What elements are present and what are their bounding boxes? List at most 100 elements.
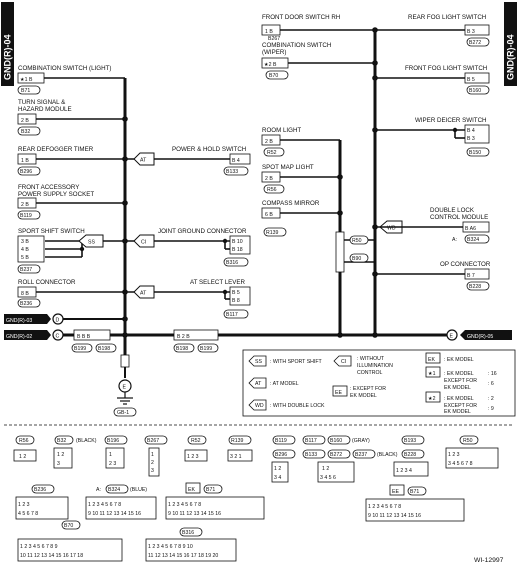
svg-text:: 16: : 16 <box>488 371 497 377</box>
turn-signal-hazard-module: TURN SIGNAL & HAZARD MODULE 2 B B32 <box>17 99 72 136</box>
svg-text:COMBINATION SWITCH: COMBINATION SWITCH <box>262 42 331 49</box>
svg-text:R56: R56 <box>267 187 277 193</box>
at-marker-1-label: AT <box>140 158 147 164</box>
svg-text:B198: B198 <box>98 346 110 352</box>
svg-text:: WITH SPORT SHIFT: : WITH SPORT SHIFT <box>270 359 323 365</box>
svg-text:B196: B196 <box>107 438 119 444</box>
svg-text:ILLUMINATION: ILLUMINATION <box>357 363 393 369</box>
svg-text:COMBINATION SWITCH (LIGHT): COMBINATION SWITCH (LIGHT) <box>18 65 111 72</box>
svg-text:B 10: B 10 <box>232 239 243 245</box>
svg-text:B236: B236 <box>34 487 46 493</box>
svg-text:★1: ★1 <box>428 371 436 377</box>
svg-text:B237: B237 <box>20 267 32 273</box>
svg-text:B193: B193 <box>404 438 416 444</box>
svg-text:B198: B198 <box>176 346 188 352</box>
double-lock-control-module: DOUBLE LOCK CONTROL MODULE B A6 A: B324 <box>430 207 490 244</box>
bus-wires <box>60 30 455 378</box>
svg-text:1 2: 1 2 <box>322 466 329 472</box>
svg-text:3 B: 3 B <box>21 239 29 245</box>
svg-text:B236: B236 <box>20 301 32 307</box>
front-accessory-power-socket: FRONT ACCESSORY POWER SUPPLY SOCKET 2 B … <box>17 184 94 220</box>
svg-text:CONTROL MODULE: CONTROL MODULE <box>430 214 488 221</box>
svg-text:GND(R)-03: GND(R)-03 <box>6 318 32 324</box>
connector-face-list: R56 B32 (BLACK) B196 B267 R52 R139 B119 … <box>13 435 499 562</box>
svg-text:3 4 5 6: 3 4 5 6 <box>320 475 336 481</box>
svg-text:EK MODEL: EK MODEL <box>350 393 377 399</box>
svg-text:B228: B228 <box>469 284 481 290</box>
svg-text:1 2 3: 1 2 3 <box>18 502 30 508</box>
svg-text:1 2 3 4 5 6 7 8: 1 2 3 4 5 6 7 8 <box>368 504 401 510</box>
svg-text:1 2 3 4: 1 2 3 4 <box>396 468 412 474</box>
svg-text:3 4: 3 4 <box>274 475 281 481</box>
svg-text:REAR DEFOGGER TIMER: REAR DEFOGGER TIMER <box>18 146 94 153</box>
svg-text:WIPER DEICER SWITCH: WIPER DEICER SWITCH <box>415 117 487 124</box>
svg-text:B 3: B 3 <box>467 29 475 35</box>
svg-text:B119: B119 <box>20 213 32 219</box>
svg-text:6 B: 6 B <box>265 212 273 218</box>
svg-text:B316: B316 <box>226 260 238 266</box>
svg-text:(BLUE): (BLUE) <box>130 487 147 493</box>
svg-text:REAR FOG LIGHT SWITCH: REAR FOG LIGHT SWITCH <box>408 14 486 21</box>
svg-text:: AT MODEL: : AT MODEL <box>270 381 299 387</box>
svg-text:: 9: : 9 <box>488 406 494 412</box>
front-fog-light-switch: FRONT FOG LIGHT SWITCH B 5 B160 <box>405 65 490 95</box>
svg-text:R139: R139 <box>231 438 244 444</box>
svg-text:★2 B: ★2 B <box>264 62 277 68</box>
svg-text:E: E <box>450 334 454 340</box>
svg-text:2 B: 2 B <box>21 202 29 208</box>
wiper-deicer-switch: WIPER DEICER SWITCH B 4 B 3 B150 <box>415 117 490 157</box>
at-select-lever: AT SELECT LEVER B 5 B 8 B117 <box>190 279 251 319</box>
svg-text:FRONT DOOR SWITCH RH: FRONT DOOR SWITCH RH <box>262 14 340 21</box>
svg-text:: WITH DOUBLE LOCK: : WITH DOUBLE LOCK <box>270 403 325 409</box>
svg-text:B 7: B 7 <box>467 273 475 279</box>
svg-text:B272: B272 <box>330 452 342 458</box>
bus-connector-b198-b199-right: B 2 B B198 B199 <box>173 329 219 353</box>
wd-marker-label: WD <box>387 226 396 232</box>
svg-text:R56: R56 <box>19 438 29 444</box>
svg-text:WD: WD <box>255 403 264 409</box>
svg-text:4 B: 4 B <box>21 247 29 253</box>
svg-text:B70: B70 <box>64 523 73 529</box>
svg-text:B133: B133 <box>226 169 238 175</box>
combination-switch-light: COMBINATION SWITCH (LIGHT) ★1 B B71 <box>17 65 111 95</box>
svg-text:B267: B267 <box>147 438 159 444</box>
svg-text:3 2 1: 3 2 1 <box>230 454 242 460</box>
svg-text:B117: B117 <box>305 438 317 444</box>
svg-text:EE: EE <box>392 489 399 495</box>
joint-connector-b50-b90: R50 B90 <box>335 231 369 273</box>
svg-text:1 2: 1 2 <box>19 454 26 460</box>
svg-text:B B B: B B B <box>77 334 91 340</box>
svg-text:★2: ★2 <box>428 396 436 402</box>
svg-text:B228: B228 <box>404 452 416 458</box>
svg-text:B32: B32 <box>57 438 66 444</box>
svg-text:GND(R)-05: GND(R)-05 <box>467 334 493 340</box>
side-tab-right: GND(R)-04 <box>504 2 517 86</box>
svg-text:B316: B316 <box>182 530 194 536</box>
svg-text:R139: R139 <box>266 230 279 236</box>
svg-text:EXCEPT FOR: EXCEPT FOR <box>444 403 477 409</box>
svg-text:B324: B324 <box>108 487 120 493</box>
svg-text:B272: B272 <box>469 40 481 46</box>
svg-text:: 6: : 6 <box>488 381 494 387</box>
svg-text:HAZARD MODULE: HAZARD MODULE <box>18 106 72 113</box>
svg-text:1 2 3: 1 2 3 <box>187 454 199 460</box>
power-hold-switch: POWER & HOLD SWITCH B 4 B133 <box>172 146 251 176</box>
svg-text:: EK MODEL: : EK MODEL <box>444 396 474 402</box>
roll-connector: ROLL CONNECTOR 8 B B236 <box>17 279 76 308</box>
ci-marker <box>133 234 155 248</box>
svg-text:1: 1 <box>109 452 112 458</box>
svg-text:B119: B119 <box>275 438 287 444</box>
svg-text:EE: EE <box>335 390 342 396</box>
svg-text:A:: A: <box>96 487 101 493</box>
svg-text:5 B: 5 B <box>21 255 29 261</box>
svg-text:9 10 11 12 13 14 15 16: 9 10 11 12 13 14 15 16 <box>88 511 141 517</box>
svg-text:(BLACK): (BLACK) <box>377 452 398 458</box>
svg-text:2: 2 <box>151 460 154 466</box>
svg-text:1 2 3 4 5 6 7 8 9 10: 1 2 3 4 5 6 7 8 9 10 <box>148 544 193 550</box>
ss-marker-label: SS <box>88 240 95 246</box>
front-door-switch-code: B267 <box>268 36 280 42</box>
svg-text:1 2: 1 2 <box>57 452 64 458</box>
svg-text:C: C <box>56 334 60 340</box>
